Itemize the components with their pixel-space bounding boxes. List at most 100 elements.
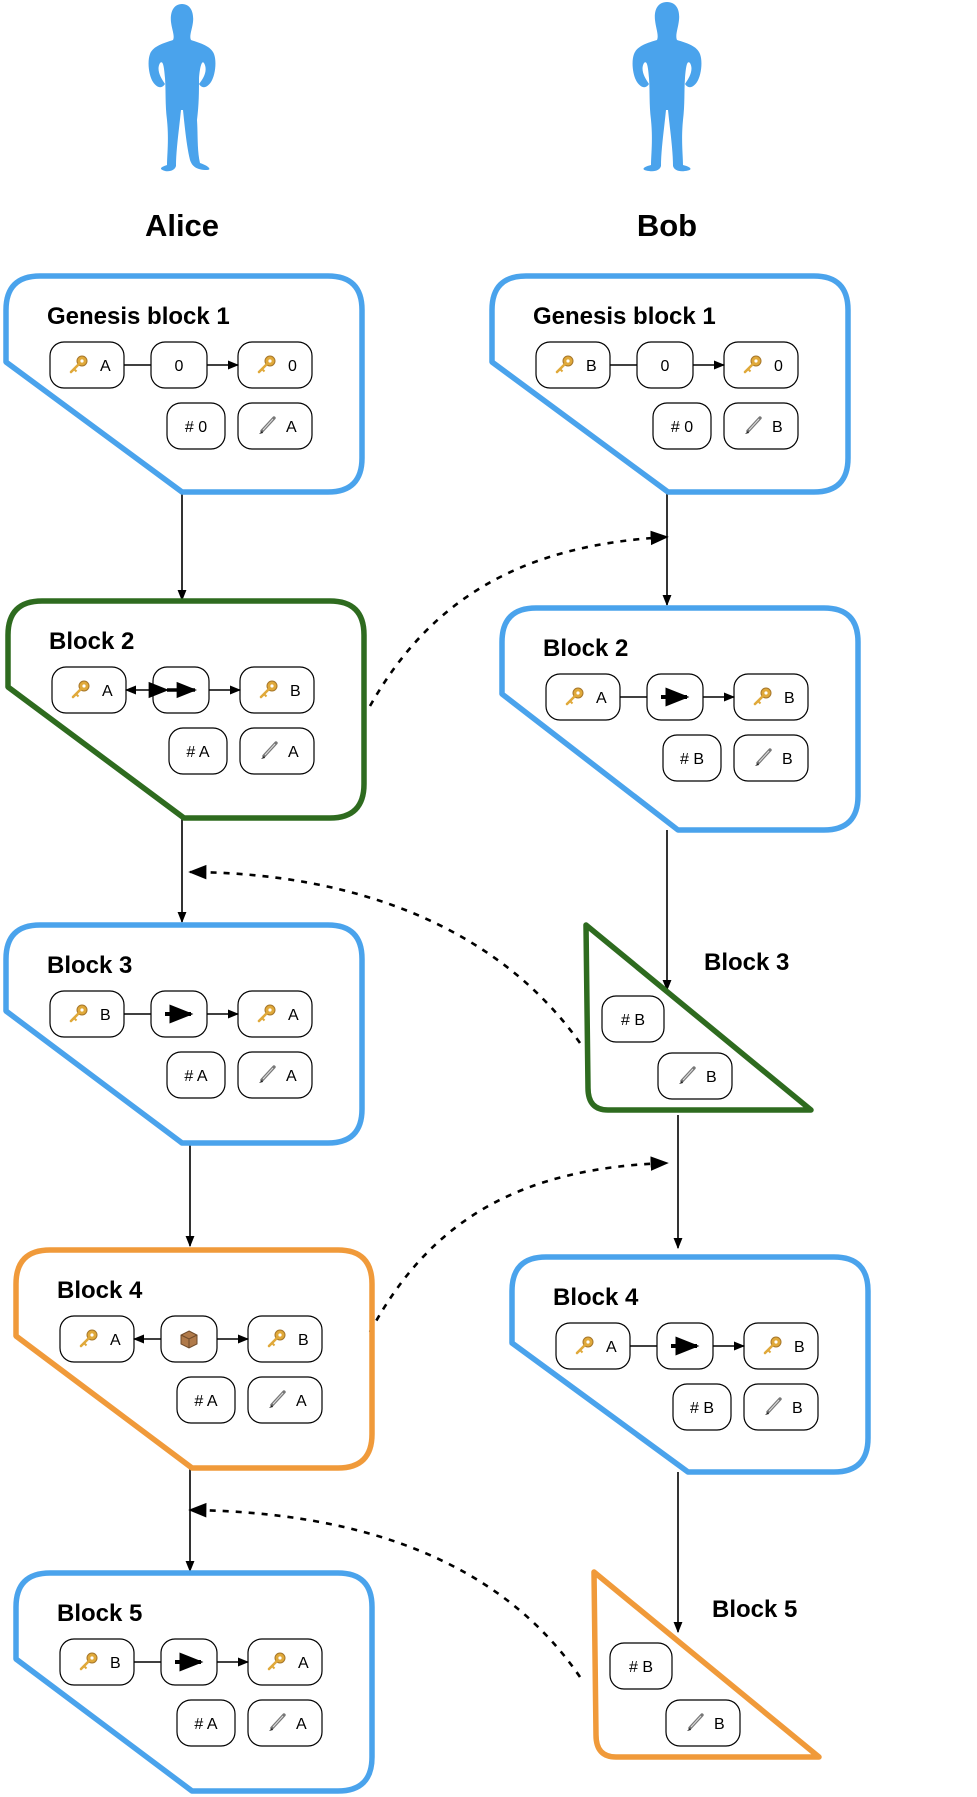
signature-pill-outline: [743, 1383, 819, 1431]
key-owner-pill-outline: [49, 990, 125, 1038]
block-border: [591, 1569, 822, 1760]
hash-pill-outline: [609, 1642, 673, 1690]
person-icon: [148, 4, 216, 172]
block: Block 3# BB: [583, 922, 814, 1113]
signature-pill-outline: [239, 727, 315, 775]
signature-pill: B: [723, 402, 799, 450]
key-recipient-pill-outline: [239, 666, 315, 714]
actor-name: Alice: [145, 208, 219, 243]
signature-pill-outline: [237, 402, 313, 450]
pen-icon: [745, 416, 762, 434]
sync-arrows: [188, 530, 669, 1678]
key-icon: [763, 1336, 782, 1355]
signature-pill-outline: [237, 1051, 313, 1099]
key-recipient-pill-outline: [237, 341, 313, 389]
signature-pill-outline: [657, 1052, 733, 1100]
signature-pill: A: [237, 402, 313, 450]
key-owner-pill: A: [51, 666, 127, 714]
key-recipient-pill: 0: [237, 341, 313, 389]
signature-pill: A: [247, 1699, 323, 1747]
key-recipient-pill-outline: [247, 1638, 323, 1686]
key-recipient-pill: A: [237, 990, 313, 1038]
key-icon: [69, 1004, 88, 1023]
person-icon: [632, 2, 702, 172]
signature-label: B: [772, 419, 783, 436]
hash-pill-outline: [601, 995, 665, 1043]
hash-pill-outline: [672, 1383, 732, 1431]
hash-label: # B: [629, 1659, 653, 1676]
action-pill: [148, 666, 210, 714]
signature-pill: A: [239, 727, 315, 775]
key-icon: [267, 1329, 286, 1348]
block-title: Block 5: [712, 1596, 797, 1623]
pen-icon: [755, 748, 772, 766]
block: Genesis block 1 A 0 0 # 0 A: [3, 273, 365, 495]
block-border: [499, 605, 861, 833]
signature-label: B: [792, 1400, 803, 1417]
block-title: Block 2: [543, 635, 628, 662]
actor-name: Bob: [637, 208, 697, 243]
signature-pill-outline: [723, 402, 799, 450]
signature-label: B: [714, 1716, 725, 1733]
key-recipient-pill: 0: [723, 341, 799, 389]
key-recipient-pill: A: [247, 1638, 323, 1686]
key-recipient-label: A: [288, 1007, 299, 1024]
sync-arrow-alice-to-bob: [368, 1156, 669, 1333]
hash-pill-outline: [662, 734, 722, 782]
key-icon: [555, 355, 574, 374]
signature-label: A: [286, 419, 297, 436]
signature-label: B: [782, 751, 793, 768]
hash-pill-outline: [176, 1699, 236, 1747]
key-recipient-label: B: [784, 690, 795, 707]
key-owner-pill-outline: [535, 341, 611, 389]
hash-pill-outline: [166, 1051, 226, 1099]
key-owner-pill-outline: [59, 1315, 135, 1363]
signature-pill-outline: [247, 1699, 323, 1747]
actor-alice: Alice: [145, 4, 219, 243]
key-owner-pill: B: [535, 341, 611, 389]
key-recipient-label: A: [298, 1655, 309, 1672]
block-title: Genesis block 1: [47, 303, 230, 330]
hash-pill: # B: [662, 734, 722, 782]
key-icon: [259, 680, 278, 699]
hash-label: # 0: [185, 419, 207, 436]
hash-label: # B: [621, 1012, 645, 1029]
action-label: 0: [175, 358, 184, 375]
block-title: Block 3: [47, 952, 132, 979]
key-owner-label: A: [102, 683, 113, 700]
key-icon: [257, 1004, 276, 1023]
key-owner-label: A: [100, 358, 111, 375]
signature-pill-outline: [665, 1699, 741, 1747]
hash-label: # A: [186, 744, 209, 761]
block-border: [509, 1254, 871, 1475]
key-recipient-label: B: [298, 1332, 309, 1349]
sync-arrow-bob-to-alice: [188, 1502, 582, 1678]
key-owner-label: A: [606, 1339, 617, 1356]
key-owner-pill-outline: [555, 1322, 631, 1370]
hash-label: # A: [194, 1716, 217, 1733]
key-recipient-pill-outline: [723, 341, 799, 389]
hash-label: # A: [194, 1393, 217, 1410]
block-border: [13, 1247, 375, 1471]
pen-icon: [261, 741, 278, 759]
block-title: Block 5: [57, 1600, 142, 1627]
block-border: [13, 1570, 375, 1794]
hash-pill: # A: [168, 727, 228, 775]
block-border: [3, 273, 365, 495]
key-owner-pill: A: [49, 341, 125, 389]
hash-label: # 0: [671, 419, 693, 436]
block: Block 5 # B B: [591, 1569, 822, 1760]
hash-pill-outline: [176, 1376, 236, 1424]
key-icon: [69, 355, 88, 374]
key-recipient-label: B: [794, 1339, 805, 1356]
alice-chain-links: [177, 492, 195, 1573]
key-owner-pill: A: [545, 673, 621, 721]
key-icon: [267, 1652, 286, 1671]
key-icon: [743, 355, 762, 374]
key-owner-pill: A: [555, 1322, 631, 1370]
